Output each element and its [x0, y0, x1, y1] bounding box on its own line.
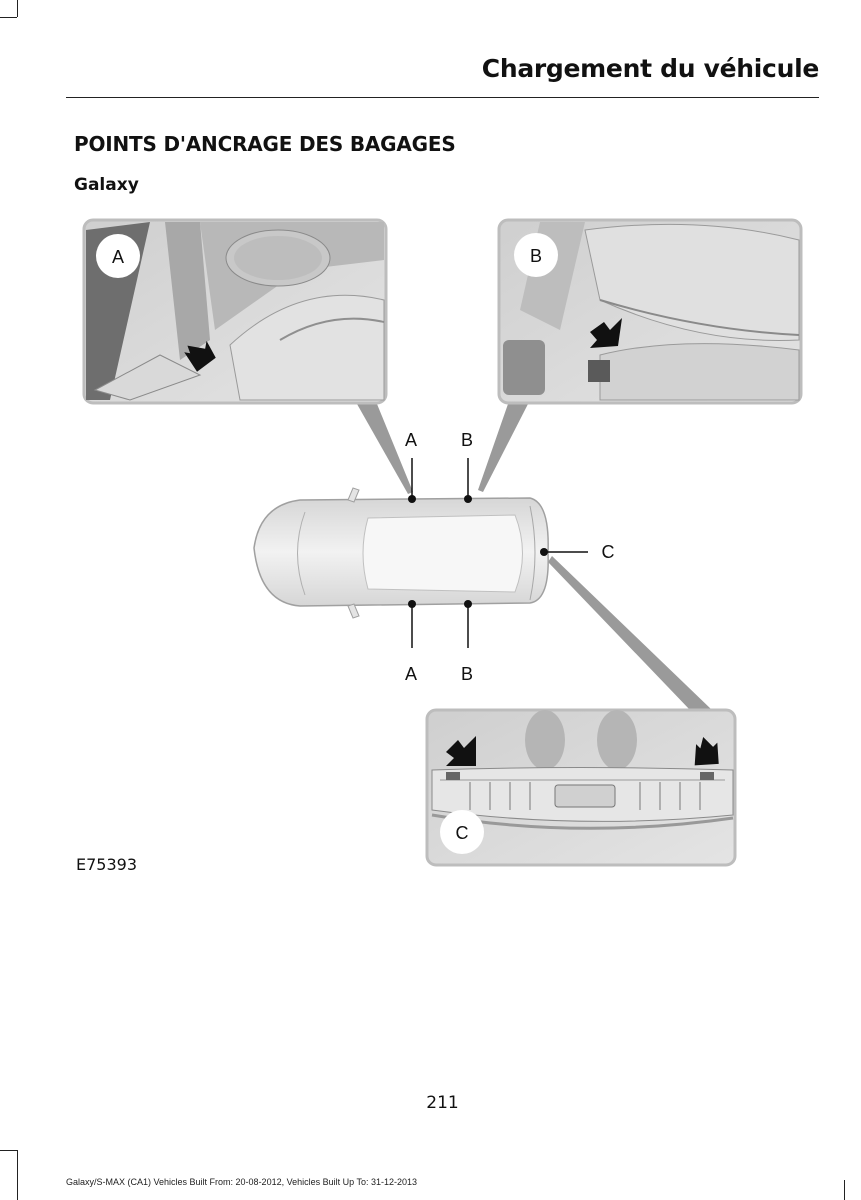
inset-a: A [82, 218, 388, 405]
anchor-dots [408, 495, 548, 608]
callout-a-bottom: A [405, 664, 417, 684]
sub-heading: Galaxy [74, 175, 139, 195]
luggage-anchor-figure: A B A B C A B [82, 218, 803, 867]
section-heading: POINTS D'ANCRAGE DES BAGAGES [74, 132, 456, 156]
crop-mark [0, 17, 17, 18]
chapter-title: Chargement du véhicule [481, 54, 820, 83]
figure-id: E75393 [76, 855, 138, 874]
inset-c-label: C [456, 823, 469, 843]
crop-mark [17, 1150, 18, 1200]
inset-a-label: A [112, 247, 124, 267]
page-number: 211 [426, 1093, 459, 1113]
vehicle-top-view [253, 487, 549, 619]
inset-b-label: B [530, 246, 542, 266]
crop-mark [17, 0, 18, 17]
header-rule [66, 97, 819, 98]
callout-a-top: A [405, 430, 417, 450]
callout-markers [411, 458, 588, 648]
callout-c-side: C [602, 542, 615, 562]
connector-lines [357, 404, 712, 710]
callout-b-bottom: B [461, 664, 473, 684]
callout-b-top: B [461, 430, 473, 450]
inset-b: B [497, 218, 803, 405]
crop-mark [844, 1180, 845, 1200]
crop-mark [0, 1150, 17, 1151]
footer-text: Galaxy/S-MAX (CA1) Vehicles Built From: … [66, 1177, 417, 1187]
inset-c: C [425, 708, 737, 867]
